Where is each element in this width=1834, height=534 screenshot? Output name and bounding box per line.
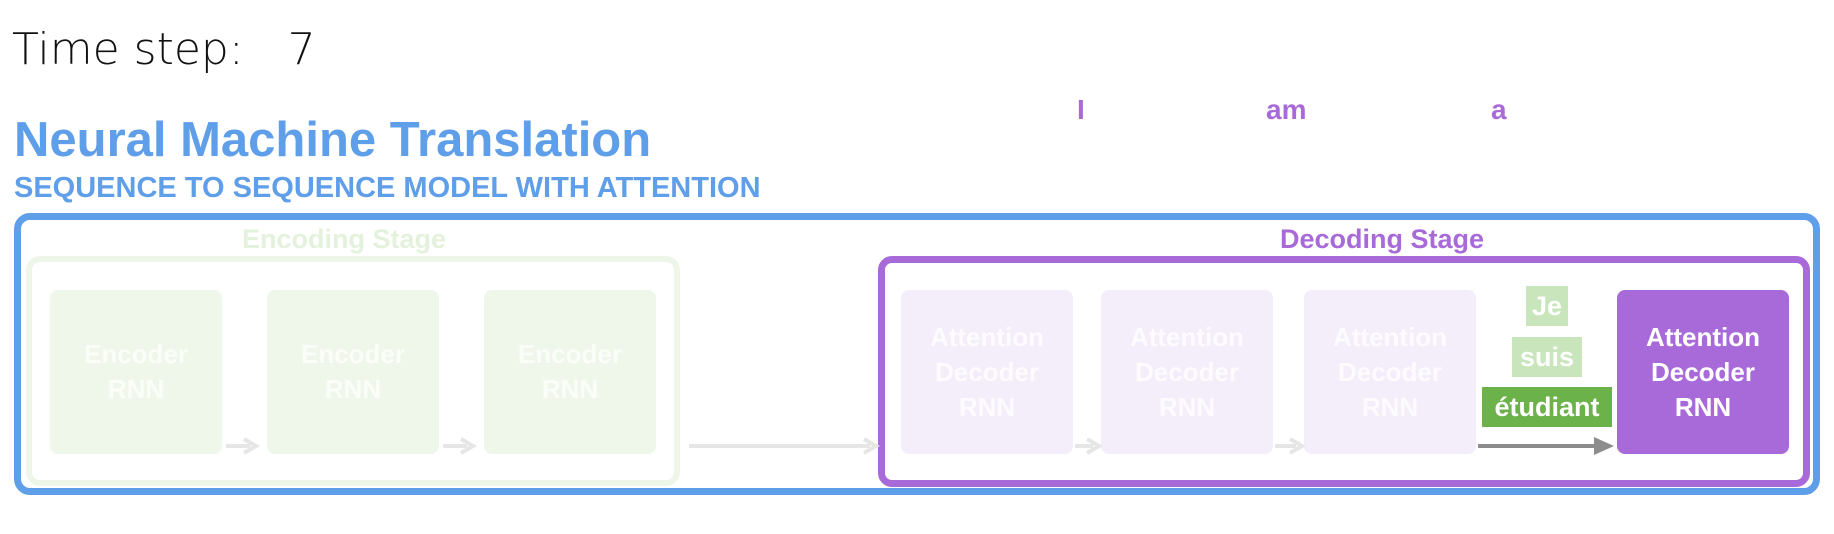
input-token-je: Je — [1526, 286, 1568, 326]
arrowhead-encoder-to-decoder — [862, 437, 880, 455]
encoder-rnn-2: Encoder RNN — [267, 290, 439, 454]
input-token-etudiant: étudiant — [1482, 387, 1612, 427]
model-frame — [14, 213, 1820, 495]
encoder-rnn-3: Encoder RNN — [484, 290, 656, 454]
arrowhead-dec3-to-active — [1594, 437, 1614, 455]
attention-decoder-rnn-1: Attention Decoder RNN — [901, 290, 1073, 454]
encoding-stage-label: Encoding Stage — [242, 224, 447, 254]
arrowhead-enc1-enc2 — [242, 437, 260, 455]
arrowhead-dec1-dec2 — [1085, 437, 1103, 455]
arrowhead-enc2-enc3 — [459, 437, 477, 455]
output-word-1: I — [1077, 94, 1085, 125]
attention-decoder-rnn-3: Attention Decoder RNN — [1304, 290, 1476, 454]
time-step-label: Time step: — [12, 24, 244, 75]
encoder-rnn-1: Encoder RNN — [50, 290, 222, 454]
decoding-stage-label: Decoding Stage — [1280, 224, 1485, 254]
output-word-2: am — [1266, 94, 1307, 125]
diagram-subtitle: SEQUENCE TO SEQUENCE MODEL WITH ATTENTIO… — [14, 172, 761, 204]
diagram-title: Neural Machine Translation — [14, 113, 652, 167]
faded-arrows — [226, 437, 1306, 455]
time-step-readout: Time step: 7 — [12, 24, 316, 75]
decoding-stage-box — [878, 256, 1810, 487]
time-step-value: 7 — [287, 24, 316, 75]
input-token-suis: suis — [1512, 337, 1582, 377]
output-word-3: a — [1491, 94, 1507, 125]
encoding-stage-box — [26, 256, 680, 486]
attention-decoder-rnn-active: Attention Decoder RNN — [1617, 290, 1789, 454]
attention-decoder-rnn-2: Attention Decoder RNN — [1101, 290, 1273, 454]
arrowhead-dec2-dec3 — [1288, 437, 1306, 455]
